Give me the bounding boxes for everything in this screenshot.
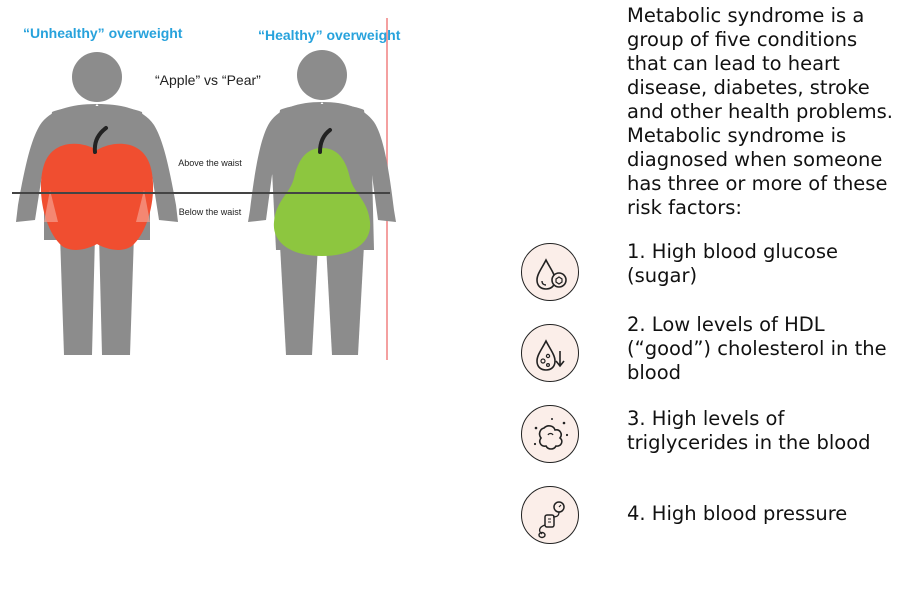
intro-paragraph: Metabolic syndrome is a group of five co… (627, 4, 894, 219)
apple-highlight-right (136, 190, 150, 222)
body-shape-illustration (12, 18, 396, 360)
pear-figure-head (297, 50, 347, 100)
risk-factor-item: 3. High levels of triglycerides in the b… (627, 407, 871, 454)
unhealthy-overweight-label: “Unhealthy” overweight (23, 25, 183, 41)
apple-vs-pear-figure: “Unhealthy” overweight “Healthy” overwei… (0, 0, 410, 370)
apple-figure-head (72, 52, 122, 102)
risk-factor-item: 1. High blood glucose (sugar) (627, 240, 839, 287)
blood-pressure-icon (521, 486, 579, 544)
cholesterol-icon (521, 324, 579, 382)
risk-factor-item: 2. Low levels of HDL (“good”) cholestero… (627, 313, 887, 384)
above-waist-label: Above the waist (178, 158, 242, 168)
apple-stem (92, 126, 108, 154)
apple-figure-left-leg (60, 235, 95, 355)
pear-stem (318, 128, 332, 154)
risk-factor-item: 4. High blood pressure (627, 502, 848, 525)
pear-figure (248, 50, 396, 355)
pear-figure-right-leg (326, 245, 364, 355)
apple-figure-right-leg (99, 235, 134, 355)
apple-figure (16, 52, 178, 355)
pear-figure-left-leg (280, 245, 318, 355)
apple-highlight-left (44, 190, 58, 222)
healthy-overweight-label: “Healthy” overweight (258, 27, 401, 43)
below-waist-label: Below the waist (178, 207, 242, 217)
pear-shape (273, 148, 371, 256)
apple-shape (40, 143, 154, 250)
blood-glucose-icon (521, 243, 579, 301)
triglycerides-icon (521, 405, 579, 463)
apple-vs-pear-label: “Apple” vs “Pear” (155, 72, 261, 88)
